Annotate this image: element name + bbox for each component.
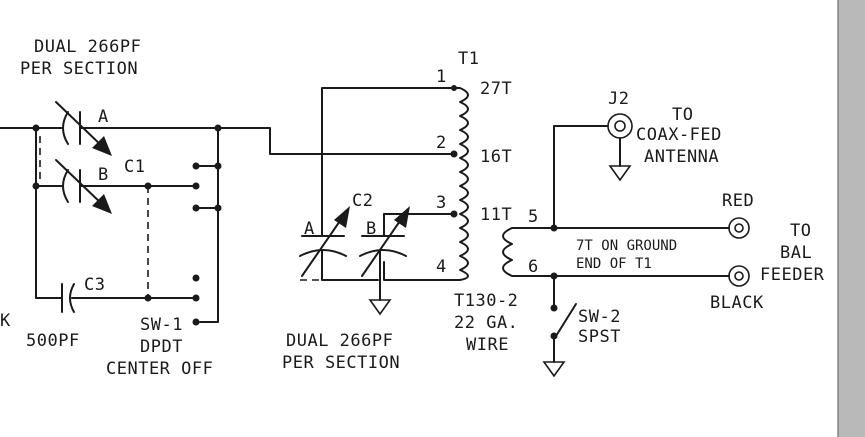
sw2-ground-symbol [542, 361, 566, 378]
c1-section-b-label: B [98, 165, 109, 185]
sw1-contact-3 [192, 182, 200, 190]
c2-ground-symbol [368, 299, 392, 316]
sw2-blade [555, 303, 577, 337]
coax-label-line3: ANTENNA [644, 147, 719, 167]
c3-plate-right [69, 283, 75, 313]
c2-label: C2 [352, 191, 373, 211]
c2-t1-section [299, 85, 555, 316]
c2-section-a-label: A [304, 219, 315, 239]
core-label-line3: WIRE [466, 335, 509, 355]
c3-value: 500PF [26, 331, 80, 351]
black-terminal-inner [734, 271, 744, 281]
sw1-contact-6 [192, 274, 200, 282]
c2a-bottom-lead [321, 249, 379, 281]
c1-c3-sw1-section [0, 101, 455, 326]
c3-label: C3 [84, 275, 105, 295]
tap2-label: 2 [436, 133, 447, 153]
c1-section-a-label: A [98, 107, 109, 127]
c2-title-line1: DUAL 266PF [286, 331, 393, 351]
c2b-arrow [361, 217, 403, 277]
c1-label: C1 [124, 157, 145, 177]
tap1-wire [321, 87, 455, 215]
c1-title-line1: DUAL 266PF [34, 37, 141, 57]
labels: DUAL 266PF PER SECTION A B C1 C3 500PF K… [0, 37, 825, 379]
j2-outer [607, 113, 633, 139]
c1-title-line2: PER SECTION [20, 59, 138, 79]
c1a-arrow-head [92, 136, 112, 156]
link-label-line2: END OF T1 [576, 256, 652, 272]
t1-tap2-dot [450, 150, 458, 158]
output-section [542, 113, 750, 378]
core-label-line1: T130-2 [454, 291, 518, 311]
black-label: BLACK [710, 293, 764, 313]
tap1-label: 1 [436, 67, 447, 87]
red-terminal-outer [728, 217, 750, 239]
sw1-label-line2: DPDT [140, 337, 183, 357]
tap4-wire [383, 261, 455, 281]
j2-feed-wire [553, 125, 609, 229]
coax-label-line2: COAX-FED [636, 125, 722, 145]
sw1-label-line1: SW-1 [140, 315, 183, 335]
sw1-contact-2 [214, 162, 222, 170]
sw2-label-line1: SW-2 [578, 307, 621, 327]
t1-label: T1 [458, 49, 479, 69]
node6-label: 6 [528, 257, 539, 277]
c1b-curved-plate [62, 169, 69, 203]
sw2-label-line2: SPST [578, 327, 621, 347]
turns-16-label: 16T [480, 147, 512, 167]
sw1-contact-4 [192, 204, 200, 212]
c2a-arrow-head [334, 206, 350, 228]
c2-section-b-label: B [366, 219, 377, 239]
sw1-contact-7 [192, 294, 200, 302]
sw1-contact-1 [192, 162, 200, 170]
c2a-arrow [301, 217, 343, 277]
black-terminal-outer [728, 265, 750, 287]
t1-coil [453, 87, 469, 281]
t1-tap1-dot [451, 85, 457, 91]
link-winding [502, 227, 555, 277]
core-label-line2: 22 GA. [454, 313, 518, 333]
sw1-common-a [199, 127, 219, 323]
bal-label-line2: BAL [780, 243, 812, 263]
sw1-label-line3: CENTER OFF [106, 359, 213, 379]
red-terminal-inner [734, 223, 744, 233]
c1-to-tap2-wire [217, 127, 455, 155]
node5-label: 5 [528, 207, 539, 227]
c1a-arrow-shaft [55, 101, 105, 149]
bal-label-line3: FEEDER [760, 265, 825, 285]
edge-k-label: K [0, 311, 11, 331]
c2-title-line2: PER SECTION [282, 353, 400, 373]
turns-27-label: 27T [480, 79, 512, 99]
t1-tap3-dot [450, 210, 458, 218]
j2-label: J2 [608, 89, 629, 109]
c1b-arrow-head [92, 194, 112, 214]
c2b-arrow-head [394, 206, 410, 228]
c1a-curved-plate [62, 111, 69, 145]
turns-11-label: 11T [480, 205, 512, 225]
c2b-curved-plate [359, 249, 407, 257]
sw1-contact-5 [214, 204, 222, 212]
tap3-label: 3 [436, 193, 447, 213]
j2-ground-symbol [608, 165, 632, 182]
coax-label-line1: TO [672, 105, 693, 125]
red-label: RED [722, 191, 754, 211]
c1b-arrow-shaft [55, 159, 105, 207]
page-edge-shading [838, 0, 865, 437]
junction-c1b [144, 182, 152, 190]
link-label-line1: 7T ON GROUND [576, 238, 677, 254]
j2-inner [614, 120, 626, 132]
bal-label-line1: TO [790, 221, 811, 241]
sw1-contact-8 [192, 318, 200, 326]
sw2-contact-top [550, 304, 558, 312]
tap4-label: 4 [436, 257, 447, 277]
